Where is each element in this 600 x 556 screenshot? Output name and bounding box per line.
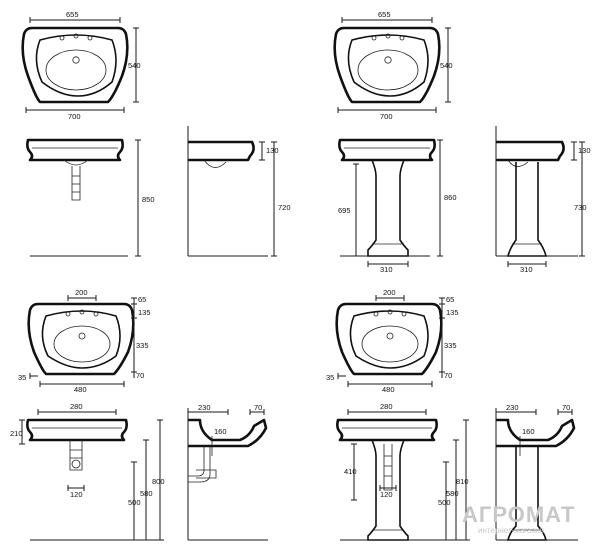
- dim-335-2: 335: [444, 341, 457, 350]
- dim-120-2: 120: [380, 490, 393, 499]
- watermark: АГРОМАТ интернет-магазин: [462, 502, 575, 535]
- dim-pedestal-total: 860: [444, 193, 457, 202]
- dim-pedestal-side-height: 730: [574, 203, 587, 212]
- tech-side-pedestal: 230 70 160: [495, 403, 578, 541]
- dim-135: 135: [138, 308, 151, 317]
- tech-side-wall: 230 70 160: [187, 403, 268, 541]
- dim-pedestal-height: 695: [338, 206, 351, 215]
- dim-135-2: 135: [446, 308, 459, 317]
- dim-top-width: 655: [66, 10, 79, 19]
- dim-120: 120: [70, 490, 83, 499]
- pedestal-basin-side: 130 730 310: [495, 126, 591, 274]
- dim-800: 800: [152, 477, 165, 486]
- dim-65-2: 65: [446, 295, 454, 304]
- watermark-brand: АГРОМАТ: [462, 502, 575, 527]
- dim-580: 580: [140, 489, 153, 498]
- dim-holes: 200: [75, 288, 88, 297]
- dim-bottom-width-2: 700: [380, 112, 393, 121]
- dim-480: 480: [74, 385, 87, 394]
- dim-side-70: 70: [254, 403, 262, 412]
- basin-plan-mid-left: 200 65 135 335 70 35 480: [18, 288, 151, 394]
- dim-top-width-2: 655: [378, 10, 391, 19]
- dim-810: 810: [456, 477, 469, 486]
- dim-230: 230: [198, 403, 211, 412]
- dim-depth: 540: [128, 61, 141, 70]
- pedestal-basin-front: 695 860 310: [338, 138, 457, 274]
- tech-front-wall: 280 210 120 500 580 800: [10, 402, 165, 541]
- basin-plan-top-right: 655 540 700: [333, 10, 453, 121]
- dim-410: 410: [344, 467, 357, 476]
- wall-basin-side: 130 720: [187, 126, 291, 257]
- dim-280-2: 280: [380, 402, 393, 411]
- dim-wall-side-height: 720: [278, 203, 291, 212]
- dim-280: 280: [70, 402, 83, 411]
- basin-plan-top-left: 655 540 700: [21, 10, 141, 121]
- dim-160: 160: [214, 427, 227, 436]
- dim-335: 335: [136, 341, 149, 350]
- dim-230-2: 230: [506, 403, 519, 412]
- dim-pedestal-side-base: 310: [520, 265, 533, 274]
- dim-bottom-width: 700: [68, 112, 81, 121]
- tech-front-pedestal: 280 410 120 500 580 810: [336, 402, 470, 541]
- dim-500-2: 500: [438, 498, 451, 507]
- dim-35: 35: [18, 373, 26, 382]
- dim-depth-2: 540: [440, 61, 453, 70]
- dim-210: 210: [10, 429, 23, 438]
- dim-160-2: 160: [522, 427, 535, 436]
- dim-pedestal-base: 310: [380, 265, 393, 274]
- dim-480-2: 480: [382, 385, 395, 394]
- dim-500: 500: [128, 498, 141, 507]
- dim-70: 70: [136, 371, 144, 380]
- dim-wall-height: 850: [142, 195, 155, 204]
- dim-35-2: 35: [326, 373, 334, 382]
- dim-holes-2: 200: [383, 288, 396, 297]
- watermark-sub: интернет-магазин: [478, 526, 544, 535]
- basin-plan-mid-right: 200 65 135 335 70 35 480: [326, 288, 459, 394]
- dim-580-2: 580: [446, 489, 459, 498]
- dim-65: 65: [138, 295, 146, 304]
- dim-wall-side-depth: 130: [266, 146, 279, 155]
- dim-pedestal-side-depth: 130: [578, 146, 591, 155]
- dim-70-2: 70: [444, 371, 452, 380]
- wall-basin-front: 850: [26, 138, 155, 257]
- dim-side-70-2: 70: [562, 403, 570, 412]
